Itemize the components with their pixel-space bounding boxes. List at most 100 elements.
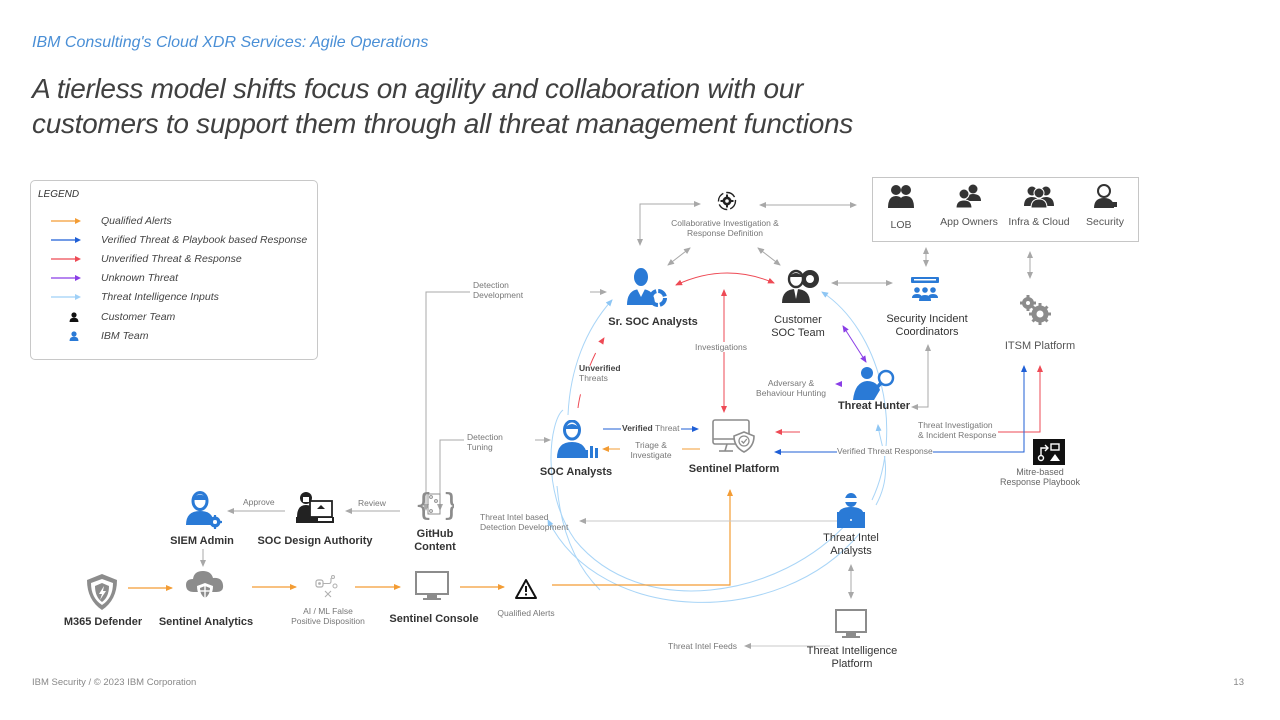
svg-text:{: { bbox=[414, 488, 433, 523]
app-owners-icon bbox=[955, 184, 981, 209]
stakeholder-app-owners: App Owners bbox=[937, 184, 1001, 228]
label-line: Coordinators bbox=[895, 326, 959, 338]
label-line: Mitre-based bbox=[1016, 467, 1064, 477]
siem-admin-icon bbox=[185, 491, 223, 534]
collab-sr-soc-diag bbox=[667, 247, 691, 266]
label-line: Customer bbox=[774, 314, 822, 326]
label-line: & Incident Response bbox=[918, 430, 997, 440]
label-line: Platform bbox=[831, 658, 873, 670]
team-icon bbox=[1024, 186, 1054, 209]
label-line: Triage & bbox=[635, 440, 667, 450]
customer-person-icon bbox=[69, 312, 79, 322]
page-number: 13 bbox=[1233, 677, 1244, 688]
intel-arc-to-sr-soc bbox=[567, 299, 613, 416]
soc-analysts-label: SOC Analysts bbox=[539, 466, 613, 478]
label-line: Security Incident bbox=[886, 313, 968, 325]
sentinel-console-label: Sentinel Console bbox=[389, 613, 479, 625]
ti-detection-development-label: Threat Intel based Detection Development bbox=[480, 512, 568, 532]
slide-headline: A tierless model shifts focus on agility… bbox=[32, 71, 853, 141]
sentinel-platform-monitor-icon bbox=[711, 418, 755, 459]
label-line: Threat Intel based bbox=[480, 512, 549, 522]
warning-triangle-icon bbox=[514, 578, 538, 605]
stakeholder-security: Security bbox=[1073, 184, 1137, 228]
itsm-gears-icon bbox=[1018, 293, 1054, 332]
group-people-icon bbox=[888, 185, 914, 208]
stakeholder-label: App Owners bbox=[940, 216, 998, 228]
threat-intel-analysts-label: Threat Intel Analysts bbox=[810, 532, 892, 558]
github-content-label: GitHub Content bbox=[400, 528, 470, 554]
intel-arc-outer bbox=[550, 409, 851, 592]
label-line: Investigate bbox=[630, 450, 672, 460]
label-line: Development bbox=[473, 290, 524, 300]
stakeholder-infra-cloud: Infra & Cloud bbox=[1007, 184, 1071, 228]
sentinel-analytics-label: Sentinel Analytics bbox=[158, 616, 254, 628]
unverified-threats-arc bbox=[577, 337, 605, 409]
qualified-alerts-label: Qualified Alerts bbox=[497, 608, 555, 618]
sec-incident-to-threat-hunter bbox=[911, 344, 931, 410]
sentinel-console-monitor-icon bbox=[414, 570, 450, 607]
detection-development-label: Detection Development bbox=[473, 280, 523, 300]
legend-label: Unknown Threat bbox=[101, 272, 179, 284]
unverified-threats-label: Unverified Threats bbox=[579, 363, 621, 383]
ti-incident-response-line bbox=[998, 370, 1041, 433]
stakeholder-label: Infra & Cloud bbox=[1008, 216, 1070, 228]
security-incident-coordinators-label: Security Incident Coordinators bbox=[872, 313, 982, 339]
label-line: Threat Investigation bbox=[918, 420, 993, 430]
label-line: GitHub bbox=[416, 528, 454, 540]
light-blue-arrow-icon bbox=[51, 294, 81, 300]
adversary-hunting-label: Adversary & Behaviour Hunting bbox=[750, 378, 832, 398]
label-line: Response Playbook bbox=[999, 477, 1081, 487]
purple-arrow-icon bbox=[51, 275, 81, 281]
aiml-label: AI / ML False Positive Disposition bbox=[278, 606, 378, 626]
soc-analyst-icon bbox=[555, 419, 599, 463]
stakeholder-lob: LOB bbox=[869, 184, 933, 231]
legend-label: Qualified Alerts bbox=[101, 215, 172, 227]
verified-threat-label: Verified Threat bbox=[621, 423, 681, 433]
legend-item-verified-threat: Verified Threat & Playbook based Respons… bbox=[49, 232, 307, 248]
collab-label-line: Collaborative Investigation & bbox=[671, 218, 779, 228]
legend: LEGEND Qualified Alerts Verified Threat … bbox=[30, 180, 318, 360]
stakeholders-box: LOB App Owners Infra & Cloud Security bbox=[872, 177, 1139, 242]
label-line: SOC Team bbox=[771, 327, 825, 339]
intel-arc-left-lower bbox=[556, 485, 601, 591]
headline-line-1: A tierless model shifts focus on agility… bbox=[32, 73, 804, 104]
customer-hunter-purple bbox=[842, 325, 867, 363]
legend-label: Customer Team bbox=[101, 311, 176, 323]
siem-admin-label: SIEM Admin bbox=[170, 535, 234, 547]
headline-line-2: customers to support them through all th… bbox=[32, 108, 853, 139]
sr-soc-analysts-label: Sr. SOC Analysts bbox=[608, 316, 698, 328]
label-line: Detection bbox=[467, 432, 503, 442]
legend-item-unverified-threat: Unverified Threat & Response bbox=[49, 251, 242, 267]
label-line: Tuning bbox=[467, 442, 493, 452]
slide-eyebrow: IBM Consulting's Cloud XDR Services: Agi… bbox=[32, 34, 429, 51]
m365-defender-label: M365 Defender bbox=[63, 616, 143, 628]
ti-platform-label: Threat Intelligence Platform bbox=[796, 645, 908, 671]
m365-defender-shield-icon bbox=[85, 573, 119, 616]
soc-design-authority-icon bbox=[296, 491, 334, 530]
stakeholder-label: Security bbox=[1086, 216, 1124, 228]
ti-incident-response-label: Threat Investigation & Incident Response bbox=[918, 420, 996, 440]
label-line: Detection bbox=[473, 280, 509, 290]
legend-label: Unverified Threat & Response bbox=[101, 253, 242, 265]
label-line: Detection Development bbox=[480, 522, 569, 532]
ti-platform-monitor-icon bbox=[834, 608, 868, 645]
investigations-label: Investigations bbox=[695, 342, 747, 352]
orange-arrow-icon bbox=[51, 218, 81, 224]
label-line: Behaviour Hunting bbox=[756, 388, 826, 398]
security-person-icon bbox=[1094, 184, 1117, 208]
customer-soc-team-label: Customer SOC Team bbox=[758, 314, 838, 340]
unverified-rest: Threats bbox=[579, 373, 608, 383]
mitre-playbook-icon bbox=[1033, 439, 1065, 470]
red-arrow-icon bbox=[51, 256, 81, 262]
triage-investigate-label: Triage & Investigate bbox=[620, 440, 682, 460]
legend-label: Threat Intelligence Inputs bbox=[101, 291, 219, 303]
label-line: Analysts bbox=[830, 545, 872, 557]
mitre-playbook-label: Mitre-based Response Playbook bbox=[990, 467, 1090, 487]
threat-intel-analyst-icon bbox=[835, 492, 867, 533]
threat-hunter-icon bbox=[852, 366, 896, 405]
review-label: Review bbox=[358, 498, 386, 508]
stakeholder-label: LOB bbox=[890, 219, 912, 231]
soc-design-authority-label: SOC Design Authority bbox=[257, 535, 373, 547]
approve-label: Approve bbox=[243, 497, 275, 507]
security-incident-coordinators-icon bbox=[909, 276, 941, 309]
